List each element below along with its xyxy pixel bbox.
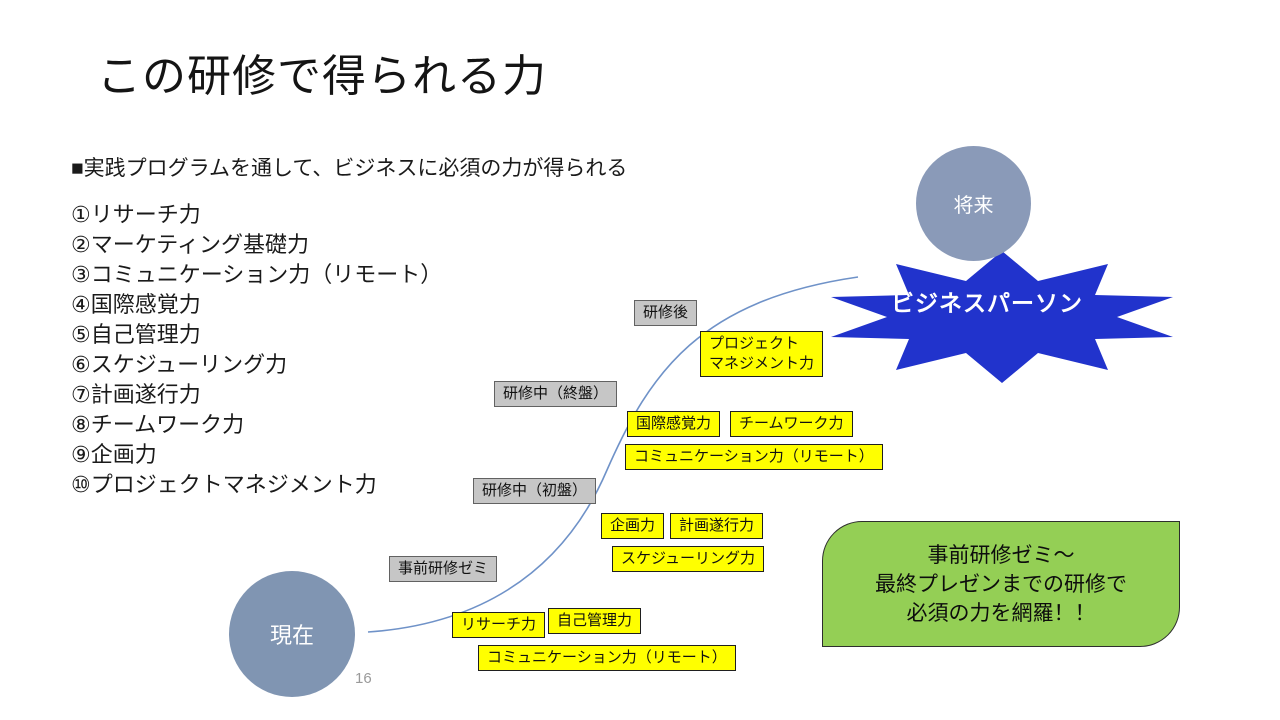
- future-circle-label: 将来: [953, 195, 994, 217]
- tag-self-management: 自己管理力: [548, 608, 642, 634]
- stage-box-mid-late: 研修中（終盤）: [494, 381, 618, 407]
- skill-item-8: ⑧チームワーク力: [71, 412, 245, 437]
- skill-item-10: ⑩プロジェクトマネジメント力: [71, 472, 377, 497]
- lead-text: ■実践プログラムを通して、ビジネスに必須の力が得られる: [71, 157, 628, 180]
- future-circle: 将来: [916, 146, 1031, 261]
- tag-global-sense: 国際感覚力: [627, 411, 721, 437]
- skills-list: ①リサーチ力 ②マーケティング基礎力 ③コミュニケーション力（リモート） ④国際…: [71, 200, 442, 500]
- summary-callout: 事前研修ゼミ～ 最終プレゼンまでの研修で 必須の力を網羅！！: [822, 521, 1180, 647]
- stage-box-pre-seminar: 事前研修ゼミ: [389, 556, 498, 582]
- summary-callout-line1: 事前研修ゼミ～: [927, 543, 1075, 567]
- tag-communication-early: コミュニケーション力（リモート）: [478, 645, 736, 671]
- tag-research: リサーチ力: [452, 612, 546, 638]
- tag-plan-execution: 計画遂行力: [670, 513, 764, 539]
- now-circle-label: 現在: [269, 623, 314, 648]
- skill-item-5: ⑤自己管理力: [71, 322, 201, 347]
- tag-communication-late: コミュニケーション力（リモート）: [625, 444, 883, 470]
- stage-box-mid-early: 研修中（初盤）: [473, 478, 597, 504]
- skill-item-7: ⑦計画遂行力: [71, 382, 201, 407]
- skill-item-4: ④国際感覚力: [71, 292, 201, 317]
- skill-item-2: ②マーケティング基礎力: [71, 232, 309, 257]
- summary-callout-line3: 必須の力を網羅！！: [906, 601, 1096, 625]
- stage-box-post-training: 研修後: [634, 300, 698, 326]
- tag-project-management: プロジェクト マネジメント力: [700, 331, 824, 377]
- goal-star-label: ビジネスパーソン: [891, 290, 1083, 316]
- summary-callout-line2: 最終プレゼンまでの研修で: [875, 572, 1127, 596]
- tag-teamwork: チームワーク力: [730, 411, 853, 437]
- now-circle: 現在: [229, 571, 355, 697]
- skill-item-6: ⑥スケジューリング力: [71, 352, 288, 377]
- tag-scheduling: スケジューリング力: [612, 546, 764, 572]
- skill-item-9: ⑨企画力: [71, 442, 157, 467]
- tag-planning: 企画力: [601, 513, 665, 539]
- skill-item-3: ③コミュニケーション力（リモート）: [71, 262, 443, 287]
- skill-item-1: ①リサーチ力: [71, 202, 201, 227]
- slide-title: この研修で得られる力: [97, 52, 547, 101]
- page-number: 16: [355, 670, 372, 687]
